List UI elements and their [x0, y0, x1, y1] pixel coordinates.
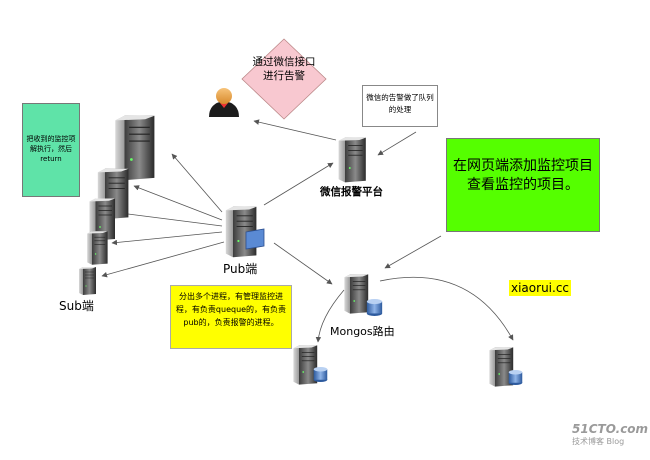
sub-note: 把收到的监控项解执行，然后return [22, 103, 80, 197]
database-server-icon [293, 345, 318, 385]
sub-label: Sub端 [59, 299, 94, 313]
wechat-alarm-text: 通过微信接口进行告警 [252, 56, 316, 82]
logo-main: 51CTO.com [572, 422, 649, 436]
arrow-queue-note [377, 131, 417, 156]
site-logo: 51CTO.com 技术博客 Blog [572, 422, 648, 447]
arrow-pub-to-mongos [273, 242, 333, 285]
web-console-note: 在网页端添加监控项目查看监控的项目。 [446, 138, 600, 232]
connectors [101, 119, 514, 343]
queue-note: 微信的告警做了队列的处理 [362, 85, 438, 127]
server-icon [86, 230, 108, 266]
pub-label: Pub端 [223, 262, 258, 276]
arrow-pub-to-sub-2 [133, 185, 223, 221]
wechat-platform-label: 微信报警平台 [320, 186, 383, 198]
database-icon [366, 299, 383, 316]
arrow-pub-to-sub-5 [101, 241, 225, 278]
person-icon [209, 88, 239, 117]
arrow-mongos-to-shard-right [379, 276, 514, 341]
server-icon [78, 266, 97, 296]
mongos-label: Mongos路由 [330, 325, 395, 338]
logo-sub: 技术博客 Blog [572, 437, 625, 446]
pub-process-note: 分出多个进程，有管理监控进程，有负责queque的，有负责pub的，负责报警的进… [170, 285, 292, 349]
server-icon [338, 137, 367, 183]
arrow-pub-to-wechat [263, 162, 334, 206]
arrow-pub-to-sub-3 [119, 210, 223, 227]
arrow-pub-to-sub-4 [111, 231, 223, 246]
database-icon [313, 367, 328, 382]
monitor-icon [245, 228, 265, 250]
wechat-alarm-diamond [241, 38, 327, 120]
database-server-icon [344, 274, 369, 314]
database-icon [508, 370, 523, 385]
arrow-wechat-to-person [253, 119, 337, 141]
watermark-label: xiaorui.cc [509, 280, 572, 296]
arrow-pub-to-sub-1 [171, 153, 223, 213]
arrow-web-to-mongos [384, 235, 442, 269]
arrow-mongos-to-shard-left [315, 289, 345, 343]
